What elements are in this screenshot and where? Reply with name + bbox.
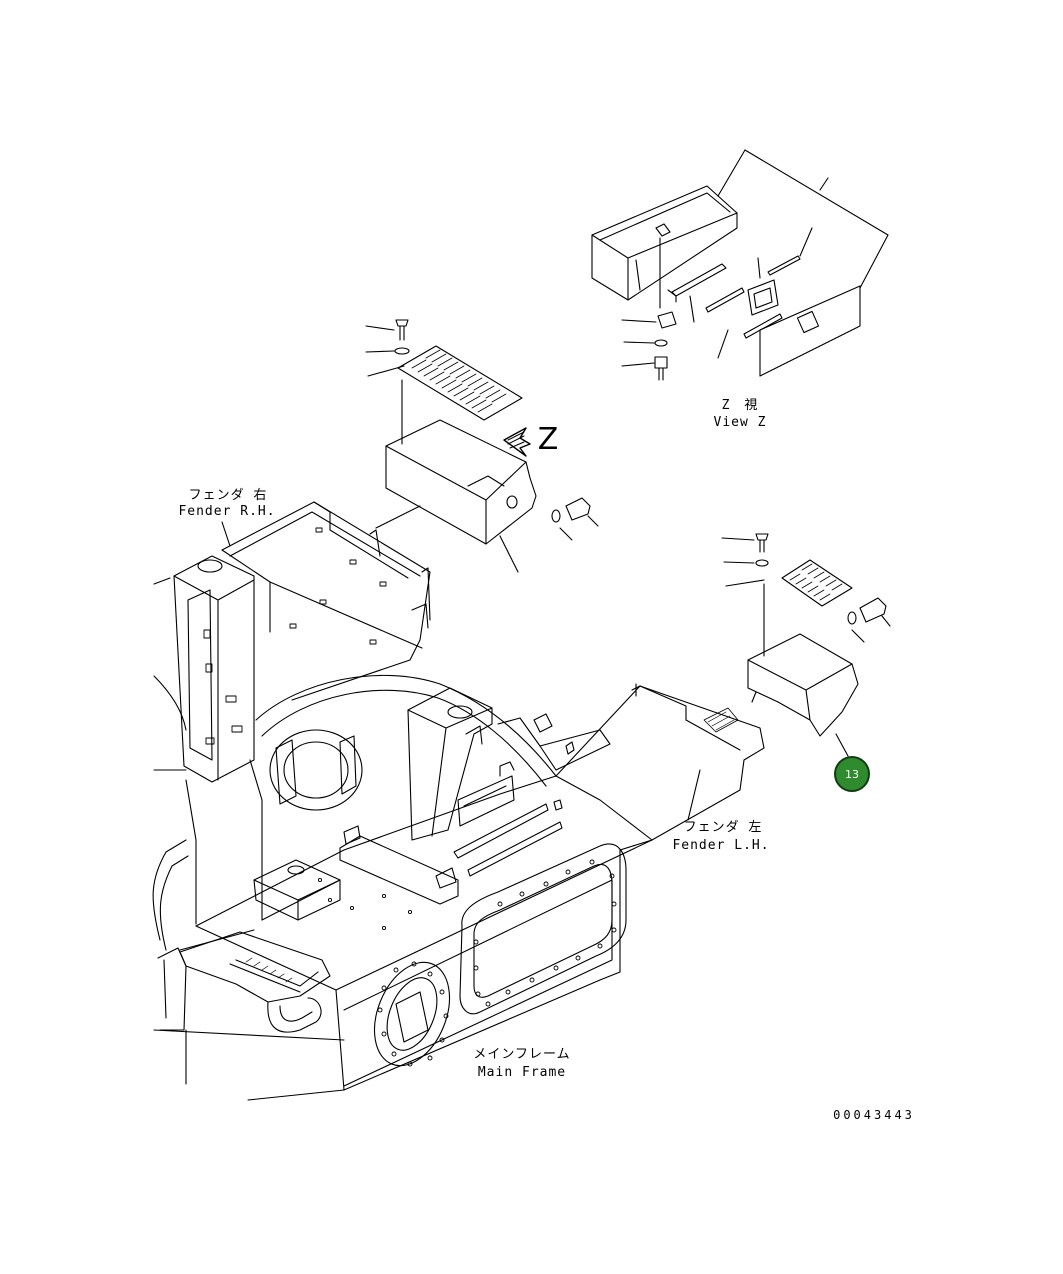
fender-lh-label-en: Fender L.H. [672, 838, 770, 853]
view-z-strip-1 [672, 264, 726, 296]
fender-lh-label-jp: フェンダ 左 [683, 820, 763, 835]
mesh-plate-rh [398, 346, 522, 420]
washer-rh [395, 348, 409, 354]
view-z-bolt [655, 357, 667, 368]
bolt-lh [860, 598, 886, 622]
fender-rh-leader [222, 522, 230, 546]
front-step [180, 932, 330, 1002]
view-z-arrow [504, 428, 530, 456]
screw-rh [396, 320, 408, 326]
center-pivot [270, 730, 362, 810]
cover-box-lh [748, 634, 858, 736]
fender-lh-leader [688, 770, 700, 820]
main-frame-label-jp: メインフレーム [473, 1047, 571, 1062]
view-z-cover [592, 186, 737, 300]
rear-column-left [174, 556, 254, 782]
main-frame [154, 684, 764, 1100]
fender-rh-label-en: Fender R.H. [178, 504, 276, 519]
washer-lh-2 [848, 612, 856, 624]
view-z-title-en: View Z [713, 415, 767, 430]
fender-rh-label-jp: フェンダ 右 [188, 488, 268, 503]
view-z-strip-2 [706, 288, 744, 312]
mesh-plate-lh [782, 560, 852, 606]
main-frame-bore [360, 951, 464, 1077]
view-z-panel [760, 286, 860, 376]
view-arrow-letter: Z [537, 422, 559, 457]
bolt-rh [566, 498, 590, 520]
view-z-strip-3 [768, 256, 800, 275]
cover-box-rh [386, 420, 536, 544]
rear-frame [153, 502, 610, 950]
screw-lh [756, 534, 768, 540]
callout-13-badge[interactable]: 13 [834, 756, 870, 792]
rear-column-center [408, 688, 492, 840]
callout-13-label: 13 [845, 767, 859, 781]
main-frame-label-en: Main Frame [477, 1065, 567, 1080]
drawing-number: 00043443 [833, 1108, 915, 1122]
view-z-detail [592, 150, 888, 380]
fender-lh-cover [704, 534, 890, 756]
view-z-title-jp: Z 視 [721, 398, 759, 413]
view-z-latch [748, 280, 778, 315]
view-z-clip [658, 312, 676, 328]
fender-rh-cover [366, 320, 598, 572]
view-z-washer [655, 340, 667, 346]
washer-rh-2 [552, 510, 560, 522]
washer-lh [756, 560, 768, 566]
